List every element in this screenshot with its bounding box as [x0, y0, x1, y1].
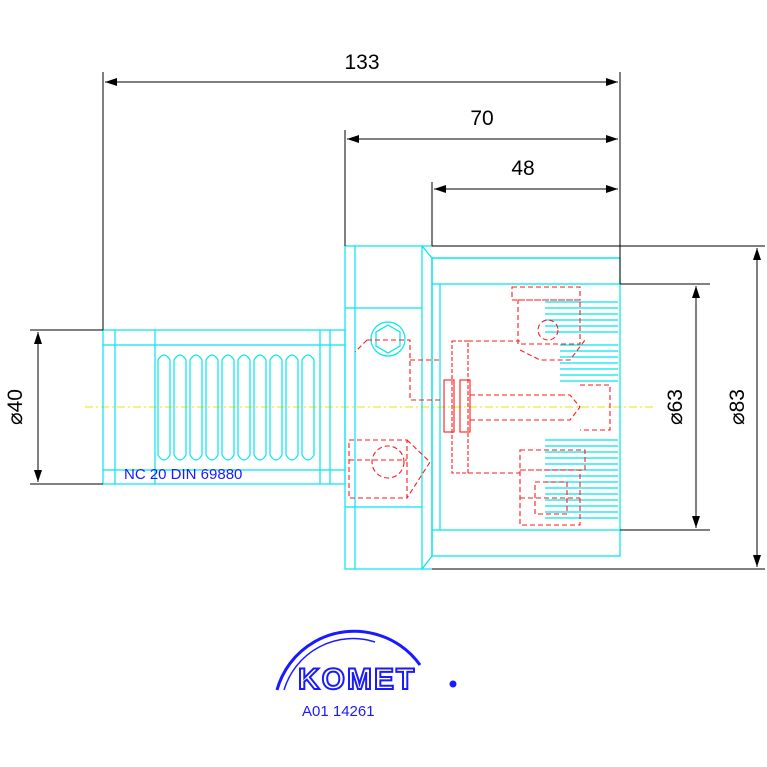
serration-groove [285, 354, 299, 461]
serration-groove [269, 354, 283, 461]
logo-wordmark: KOMET [298, 663, 416, 696]
logo-arc-icon [275, 629, 422, 691]
serration-groove [205, 354, 219, 461]
serration-groove [301, 354, 315, 461]
dimension-length-70: 70 [470, 107, 493, 130]
serration-groove [189, 354, 203, 461]
dimension-dia-63: ⌀63 [664, 389, 687, 425]
head-cooling-fins [545, 301, 618, 519]
serration-groove [173, 354, 187, 461]
dimension-dia-83: ⌀83 [726, 389, 749, 425]
logo-registered-icon [449, 680, 457, 688]
komet-logo: KOMET [275, 629, 457, 697]
article-number: A01 14261 [302, 703, 375, 720]
dimension-overall-length: 133 [344, 51, 379, 74]
serration-groove [221, 354, 235, 461]
thread-spec-label: NC 20 DIN 69880 [124, 466, 242, 483]
shank-serrations [157, 354, 315, 461]
hidden-lines [348, 286, 611, 526]
dimension-dia-40: ⌀40 [4, 389, 27, 425]
dimension-lines [30, 72, 765, 570]
dimension-length-48: 48 [511, 157, 534, 180]
serration-groove [253, 354, 267, 461]
clamping-screw-icon [370, 321, 406, 357]
serration-groove [237, 354, 251, 461]
serration-groove [157, 354, 171, 461]
head-outline [431, 257, 621, 557]
